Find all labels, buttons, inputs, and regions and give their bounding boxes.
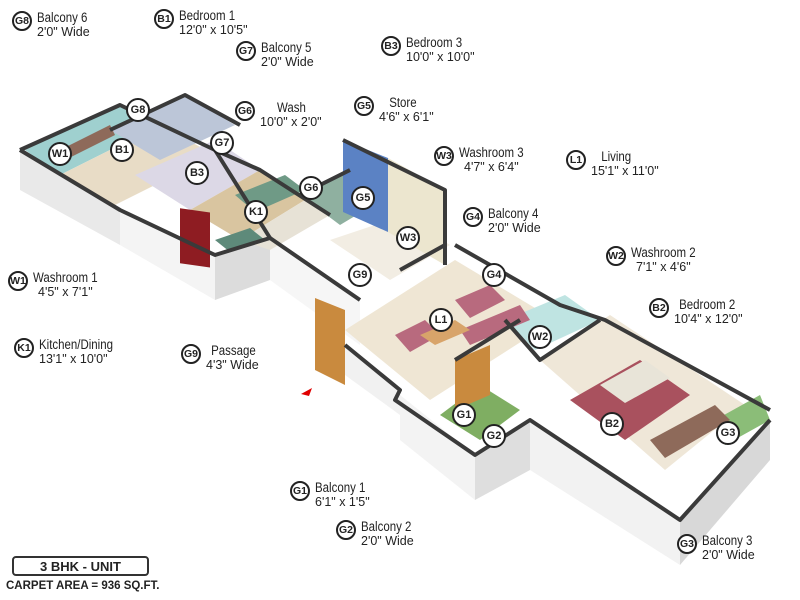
code-badge: G2 bbox=[336, 520, 356, 540]
code-badge: K1 bbox=[14, 338, 34, 358]
marker-g6: G6 bbox=[299, 176, 323, 200]
unit-type-box: 3 BHK - UNIT bbox=[12, 556, 149, 576]
room-name: Balcony 3 bbox=[702, 533, 753, 548]
room-dimension: 10'0" x 10'0" bbox=[406, 50, 475, 64]
room-dimension: 7'1" x 4'6" bbox=[636, 260, 691, 274]
marker-k1: K1 bbox=[244, 200, 268, 224]
room-name: Passage bbox=[211, 343, 256, 358]
room-name: Bedroom 3 bbox=[406, 35, 463, 50]
code-badge: G6 bbox=[235, 101, 255, 121]
marker-b2: B2 bbox=[600, 412, 624, 436]
marker-b1: B1 bbox=[110, 138, 134, 162]
room-dimension: 12'0" x 10'5" bbox=[179, 23, 248, 37]
code-badge: W2 bbox=[606, 246, 626, 266]
room-dimension: 6'1" x 1'5" bbox=[315, 495, 370, 509]
room-dimension: 2'0" Wide bbox=[361, 534, 414, 548]
room-dimension: 2'0" Wide bbox=[488, 221, 541, 235]
room-dimension: 10'0" x 2'0" bbox=[260, 115, 322, 129]
room-dimension: 4'6" x 6'1" bbox=[379, 110, 434, 124]
code-badge: G4 bbox=[463, 207, 483, 227]
code-badge: W3 bbox=[434, 146, 454, 166]
room-dimension: 2'0" Wide bbox=[702, 548, 755, 562]
room-name: Bedroom 2 bbox=[679, 297, 736, 312]
code-badge: B1 bbox=[154, 9, 174, 29]
room-name: Kitchen/Dining bbox=[39, 337, 114, 352]
entry-arrow-icon bbox=[301, 388, 312, 396]
marker-g9: G9 bbox=[348, 263, 372, 287]
marker-w2: W2 bbox=[528, 325, 552, 349]
marker-l1: L1 bbox=[429, 308, 453, 332]
code-badge: G8 bbox=[12, 11, 32, 31]
room-name: Balcony 6 bbox=[37, 10, 88, 25]
code-badge: B2 bbox=[649, 298, 669, 318]
marker-w3: W3 bbox=[396, 226, 420, 250]
marker-g5: G5 bbox=[351, 186, 375, 210]
marker-b3: B3 bbox=[185, 161, 209, 185]
room-dimension: 2'0" Wide bbox=[261, 55, 314, 69]
code-badge: W1 bbox=[8, 271, 28, 291]
code-badge: G3 bbox=[677, 534, 697, 554]
marker-g8: G8 bbox=[126, 98, 150, 122]
room-name: Wash bbox=[277, 100, 306, 115]
marker-g4: G4 bbox=[482, 263, 506, 287]
marker-g1: G1 bbox=[452, 403, 476, 427]
room-dimension: 10'4" x 12'0" bbox=[674, 312, 743, 326]
room-name: Washroom 2 bbox=[631, 245, 696, 260]
marker-g3: G3 bbox=[716, 421, 740, 445]
room-name: Washroom 1 bbox=[33, 270, 98, 285]
carpet-area-text: CARPET AREA = 936 SQ.FT. bbox=[6, 580, 160, 592]
code-badge: G9 bbox=[181, 344, 201, 364]
room-name: Washroom 3 bbox=[459, 145, 524, 160]
marker-w1: W1 bbox=[48, 142, 72, 166]
room-name: Living bbox=[601, 149, 632, 164]
code-badge: G1 bbox=[290, 481, 310, 501]
code-badge: L1 bbox=[566, 150, 586, 170]
room-dimension: 15'1" x 11'0" bbox=[591, 164, 659, 178]
wall-outlines bbox=[18, 93, 772, 522]
room-name: Balcony 5 bbox=[261, 40, 312, 55]
room-name: Balcony 1 bbox=[315, 480, 366, 495]
code-badge: G5 bbox=[354, 96, 374, 116]
room-name: Store bbox=[389, 95, 417, 110]
room-dimension: 4'7" x 6'4" bbox=[464, 160, 519, 174]
room-dimension: 4'3" Wide bbox=[206, 358, 259, 372]
room-name: Bedroom 1 bbox=[179, 8, 236, 23]
room-name: Balcony 2 bbox=[361, 519, 412, 534]
marker-g7: G7 bbox=[210, 131, 234, 155]
code-badge: B3 bbox=[381, 36, 401, 56]
room-dimension: 4'5" x 7'1" bbox=[38, 285, 93, 299]
room-name: Balcony 4 bbox=[488, 206, 539, 221]
code-badge: G7 bbox=[236, 41, 256, 61]
room-dimension: 2'0" Wide bbox=[37, 25, 90, 39]
marker-g2: G2 bbox=[482, 424, 506, 448]
room-dimension: 13'1" x 10'0" bbox=[39, 352, 108, 366]
